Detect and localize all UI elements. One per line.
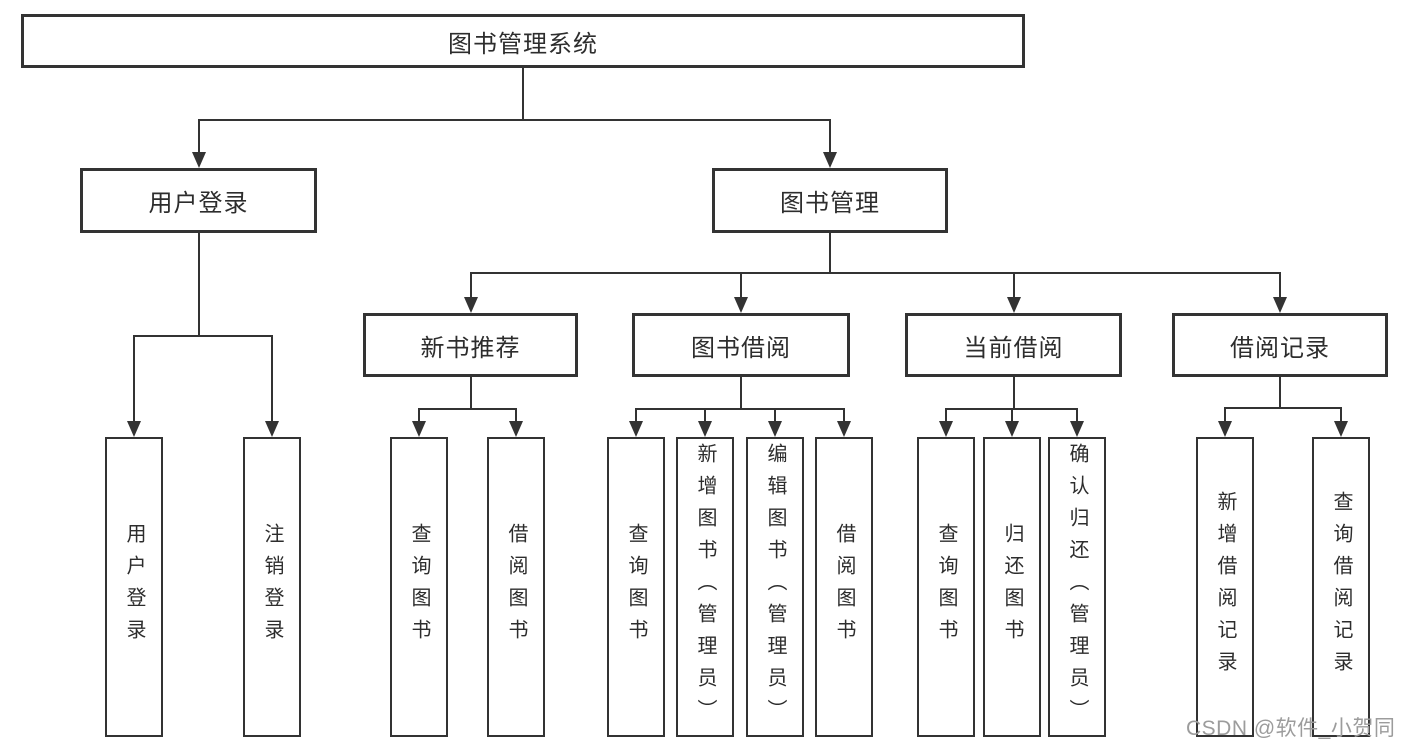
connector-drop <box>945 408 947 421</box>
node-label: 图书借阅 <box>691 334 791 362</box>
leaf-add-books-admin: 新增图书（管理员） <box>676 437 734 737</box>
connector-stem <box>197 233 200 337</box>
arrowhead-icon <box>629 421 643 437</box>
leaf-label: 查询图书 <box>408 523 430 651</box>
arrowhead-icon <box>734 297 748 313</box>
connector-drop <box>1279 272 1281 297</box>
connector-drop <box>133 335 135 421</box>
node-label: 借阅记录 <box>1230 334 1330 362</box>
leaf-label: 查询借阅记录 <box>1330 491 1352 683</box>
arrowhead-icon <box>698 421 712 437</box>
leaf-label: 编辑图书（管理员） <box>764 443 786 731</box>
leaf-label: 新增借阅记录 <box>1214 491 1236 683</box>
leaf-borrow-books: 借阅图书 <box>815 437 873 737</box>
connector-drop <box>197 119 200 152</box>
leaf-confirm-return-admin: 确认归还（管理员） <box>1048 437 1106 737</box>
leaf-label: 查询图书 <box>935 523 957 651</box>
arrowhead-icon <box>1006 297 1021 313</box>
connector-rail <box>133 335 273 337</box>
leaf-return-books: 归还图书 <box>983 437 1041 737</box>
arrowhead-icon <box>265 421 279 437</box>
connector-drop <box>843 408 845 421</box>
leaf-user-login: 用户登录 <box>105 437 163 737</box>
leaf-query-books-borrowing: 查询图书 <box>607 437 665 737</box>
arrowhead-icon <box>768 421 782 437</box>
node-borrowing-records: 借阅记录 <box>1172 313 1388 377</box>
leaf-add-borrow-record: 新增借阅记录 <box>1196 437 1254 737</box>
connector-rail <box>635 408 845 410</box>
arrowhead-icon <box>1005 421 1019 437</box>
leaf-label: 注销登录 <box>261 523 283 651</box>
connector-stem <box>469 377 472 410</box>
arrowhead-icon <box>412 421 426 437</box>
leaf-label: 归还图书 <box>1001 523 1023 651</box>
connector-drop <box>740 272 742 297</box>
leaf-label: 借阅图书 <box>505 523 527 651</box>
arrowhead-icon <box>509 421 523 437</box>
leaf-query-books-current: 查询图书 <box>917 437 975 737</box>
connector-drop <box>271 335 273 421</box>
node-label: 用户登录 <box>148 190 249 217</box>
connector-stem <box>829 233 831 274</box>
connector-drop <box>1011 408 1013 421</box>
connector-rail <box>1224 407 1342 409</box>
arrowhead-icon <box>1070 421 1084 437</box>
connector-stem <box>1012 377 1015 410</box>
leaf-query-books-recommendation: 查询图书 <box>390 437 448 737</box>
connector-drop <box>774 408 776 421</box>
connector-stem <box>1279 377 1281 409</box>
arrowhead-icon <box>1273 297 1287 313</box>
arrowhead-icon <box>837 421 851 437</box>
leaf-edit-books-admin: 编辑图书（管理员） <box>746 437 804 737</box>
node-label: 当前借阅 <box>963 334 1064 362</box>
arrowhead-icon <box>463 297 478 313</box>
connector-drop <box>1076 408 1078 421</box>
connector-drop <box>418 408 420 421</box>
arrowhead-icon <box>191 152 206 168</box>
connector-drop <box>704 408 706 421</box>
node-label: 图书管理 <box>780 190 880 217</box>
connector-drop <box>635 408 637 421</box>
connector-drop <box>829 119 831 152</box>
leaf-label: 查询图书 <box>625 523 647 651</box>
connector-rail <box>469 272 1281 274</box>
connector-drop <box>469 272 472 297</box>
watermark: CSDN @软件_小贺同学 <box>1186 717 1396 740</box>
leaf-label: 新增图书（管理员） <box>694 443 716 731</box>
node-book-management: 图书管理 <box>712 168 948 233</box>
leaf-label: 借阅图书 <box>833 523 855 651</box>
leaf-label: 用户登录 <box>123 523 145 651</box>
node-label: 新书推荐 <box>420 334 521 362</box>
connector-drop <box>1012 272 1015 297</box>
leaf-query-borrow-record: 查询借阅记录 <box>1312 437 1370 737</box>
node-book-borrowing: 图书借阅 <box>632 313 850 377</box>
connector-rail <box>418 408 517 410</box>
connector-rail <box>197 119 831 121</box>
connector-drop <box>1224 407 1226 421</box>
arrowhead-icon <box>939 421 953 437</box>
connector-stem <box>522 68 524 121</box>
connector-stem <box>740 377 742 410</box>
node-new-book-recommendation: 新书推荐 <box>363 313 578 377</box>
arrowhead-icon <box>1218 421 1232 437</box>
arrowhead-icon <box>1334 421 1348 437</box>
node-label: 图书管理系统 <box>448 30 598 58</box>
connector-drop <box>515 408 517 421</box>
arrowhead-icon <box>127 421 141 437</box>
connector-drop <box>1340 407 1342 421</box>
arrowhead-icon <box>823 152 837 168</box>
node-current-borrowing: 当前借阅 <box>905 313 1122 377</box>
leaf-logout: 注销登录 <box>243 437 301 737</box>
leaf-label: 确认归还（管理员） <box>1066 443 1088 731</box>
node-library-management-system: 图书管理系统 <box>21 14 1025 68</box>
node-user-login: 用户登录 <box>80 168 317 233</box>
leaf-borrow-books-recommendation: 借阅图书 <box>487 437 545 737</box>
